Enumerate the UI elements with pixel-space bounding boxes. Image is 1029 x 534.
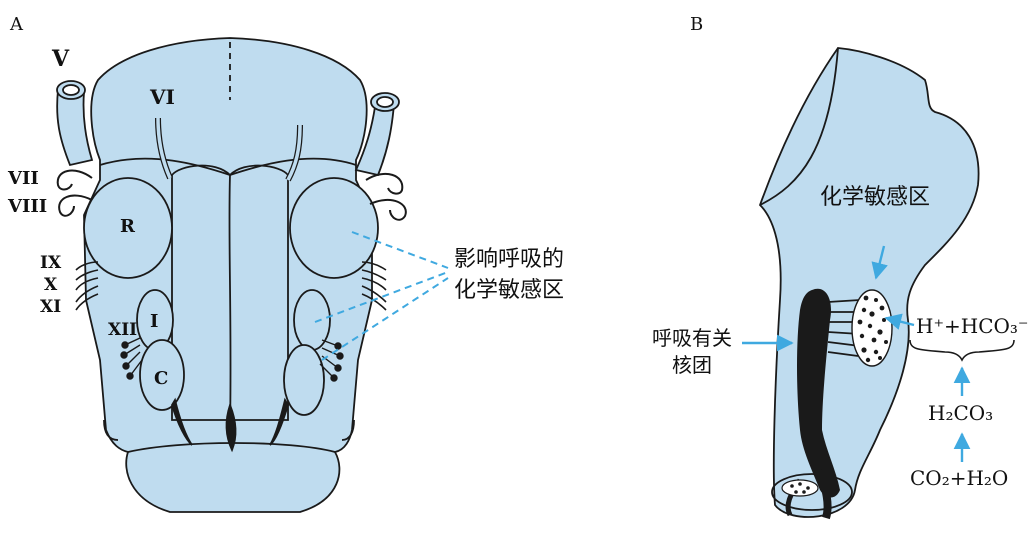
nerve-xii-label: XII [108, 320, 137, 340]
ions-label: H⁺+HCO₃⁻ [916, 314, 1028, 338]
nerve-vi-label: VI [149, 85, 175, 109]
nucleus-label-line2: 核团 [672, 353, 712, 377]
region-c-ellipse [139, 339, 185, 411]
chemosensitive-zone-dots [781, 289, 893, 497]
medulla-outline [758, 47, 980, 518]
callout-lines [314, 231, 449, 361]
medulla-section [758, 47, 980, 518]
region-r-ellipse [83, 177, 173, 279]
callout-line2: 化学敏感区 [454, 278, 564, 303]
zone-arrow [871, 245, 888, 280]
nerve-viii-label: VIII [7, 196, 47, 217]
nerve-labels: V VI VII VIII IX X XI XII R I C [7, 46, 175, 389]
nerve-ix-label: IX [40, 253, 62, 273]
ions-arrow [884, 313, 915, 330]
ions-brace [909, 339, 1015, 362]
panel-b-label: B [690, 14, 703, 35]
region-r-label: R [120, 216, 136, 237]
callout-line1: 影响呼吸的 [454, 247, 564, 272]
nerve-vii-label: VII [7, 168, 39, 189]
region-i-label: I [150, 311, 158, 332]
nerve-xi-label: XI [40, 297, 61, 317]
nucleus-label-line1: 呼吸有关 [652, 326, 732, 350]
reactants-label: CO₂+H₂O [910, 466, 1008, 490]
panel-a-label: A [9, 14, 24, 35]
region-c-label: C [154, 368, 168, 389]
nerve-v-label: V [51, 46, 70, 72]
chemosensitive-zone-label: 化学敏感区 [820, 185, 930, 210]
acid-label: H₂CO₃ [928, 401, 993, 425]
brainstem-ventral-view [56, 37, 407, 513]
nerve-x-label: X [44, 275, 58, 295]
